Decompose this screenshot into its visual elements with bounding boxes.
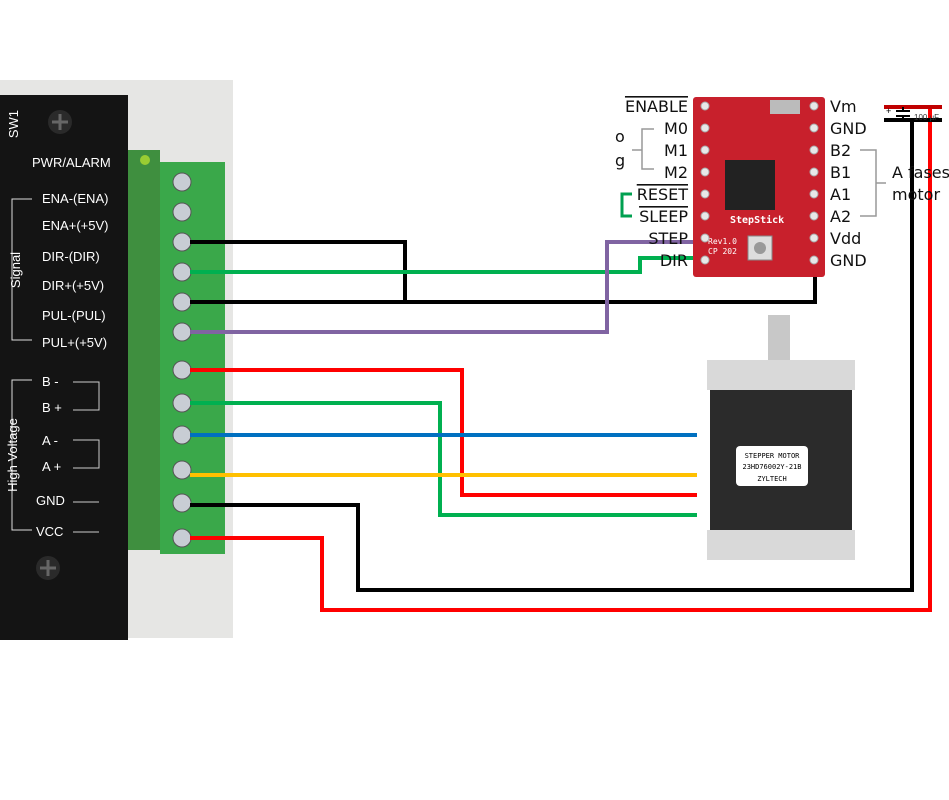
motor-note: motor (892, 185, 940, 204)
pin-label: M0 (664, 119, 688, 138)
pin-label: GND (36, 493, 65, 508)
pin-label: RESET (637, 185, 688, 204)
mode-note: o (615, 127, 625, 146)
stepstick-board: StepStick Rev1.0 CP 202 (693, 97, 825, 277)
pwr-alarm-label: PWR/ALARM (32, 155, 111, 170)
board-label: StepStick (730, 214, 784, 226)
pin-label: DIR-(DIR) (42, 249, 100, 264)
pin-label: A1 (830, 185, 851, 204)
pin-label: Vm (830, 97, 857, 116)
capacitor-label: 100 µF (914, 113, 939, 122)
pin-label: DIR (660, 251, 688, 270)
wire-green-b-plus (190, 401, 697, 517)
motor-label: 23HD76002Y-21B (742, 463, 801, 471)
motor-label: STEPPER MOTOR (745, 452, 801, 460)
motor-label: ZYLTECH (757, 475, 787, 483)
sw1-label: SW1 (6, 110, 21, 138)
pin-label: VCC (36, 524, 63, 539)
pin-label: PUL-(PUL) (42, 308, 106, 323)
motor-note: A fases (892, 163, 949, 182)
wire-purple-step (190, 240, 700, 334)
stepper-motor: STEPPER MOTOR 23HD76002Y-21B ZYLTECH (707, 315, 855, 560)
pin-label: A - (42, 433, 58, 448)
pin-label: M1 (664, 141, 688, 160)
led-icon (140, 155, 150, 165)
motor-label-plate (736, 446, 808, 486)
capacitor: + 100 µF (884, 105, 942, 122)
pin-label: M2 (664, 163, 688, 182)
signal-group-label: Signal (8, 252, 23, 288)
wire-red-b-minus (190, 368, 697, 497)
svg-text:+: + (886, 106, 891, 116)
pin-label: GND (830, 251, 867, 270)
hv-group-label: High Voltage (5, 418, 20, 492)
terminal-block (160, 162, 225, 554)
mode-note: g (615, 151, 625, 170)
wire-red-power-vcc (190, 106, 932, 612)
wire-green-dir (190, 256, 706, 274)
pin-label: Vdd (830, 229, 861, 248)
pin-label: ENABLE (625, 97, 688, 116)
pin-label: PUL+(+5V) (42, 335, 107, 350)
pin-label: B2 (830, 141, 851, 160)
wires (190, 106, 932, 612)
pin-label: DIR+(+5V) (42, 278, 104, 293)
pin-label: ENA+(+5V) (42, 218, 108, 233)
wire-black-dir-minus (190, 240, 407, 302)
pin-label: A2 (830, 207, 851, 226)
wire-black-power-gnd (190, 120, 914, 592)
pin-label: B - (42, 374, 59, 389)
cp-label: CP 202 (708, 247, 737, 256)
rev-label: Rev1.0 (708, 237, 737, 246)
pin-label: ENA-(ENA) (42, 191, 108, 206)
pin-label: B + (42, 400, 62, 415)
pin-label: GND (830, 119, 867, 138)
stepstick-pin-labels: ENABLE M0 M1 M2 RESET SLEEP STEP DIR Vm … (615, 97, 949, 270)
pin-label: A + (42, 459, 61, 474)
stepper-driver: SW1 PWR/ALARM Signal ENA-(ENA) ENA+(+5V)… (0, 80, 233, 640)
pin-label: SLEEP (639, 207, 688, 226)
pin-label: B1 (830, 163, 851, 182)
pin-label: STEP (648, 229, 688, 248)
driver-chip (725, 160, 775, 210)
